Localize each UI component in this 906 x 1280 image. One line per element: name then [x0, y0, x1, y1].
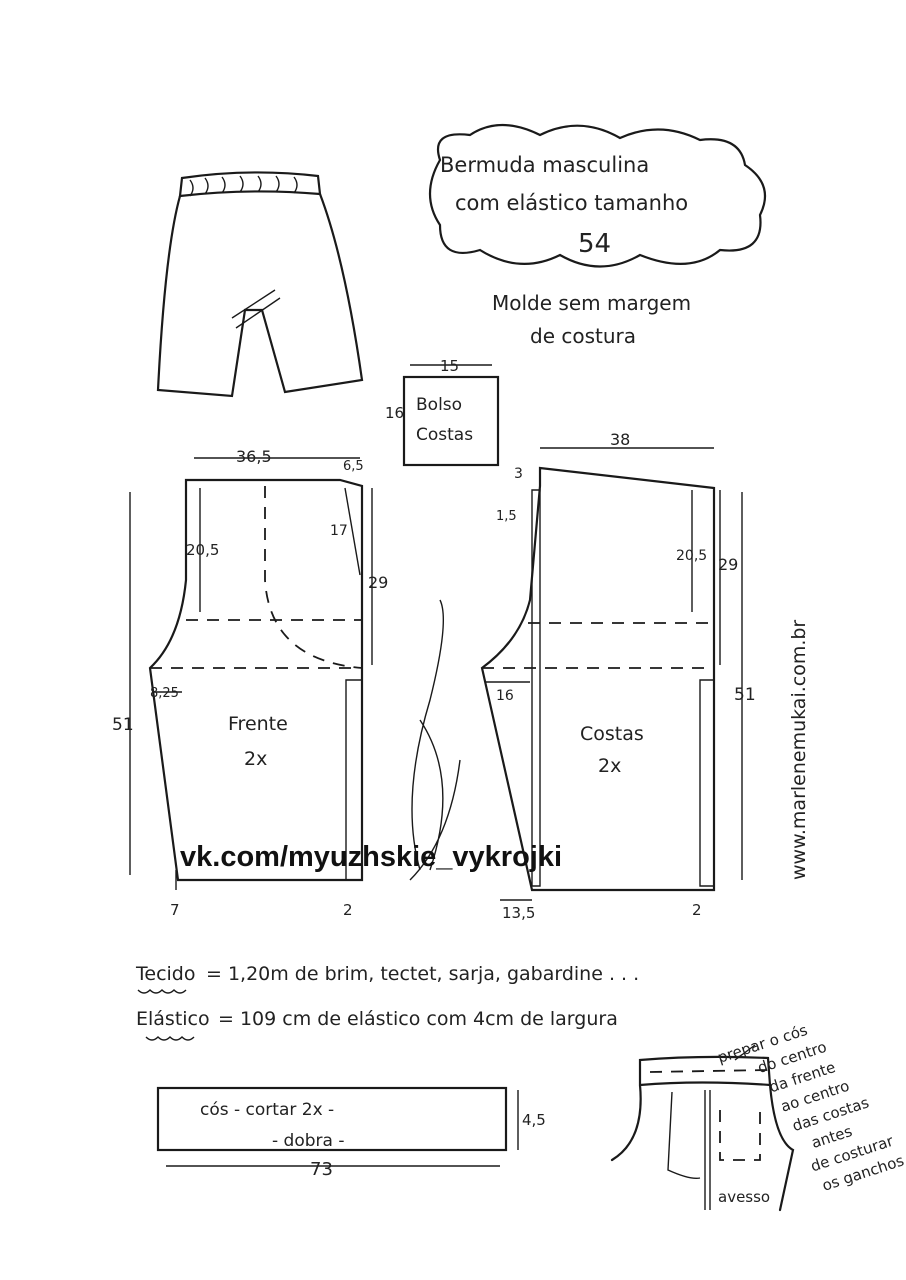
waistband-piece: cós - cortar 2x - - dobra - 4,5 73 [156, 1086, 546, 1180]
back-piece: 38 3 1,5 20,5 29 51 16 Costas 2x 13,5 2 [480, 430, 756, 922]
front-hem-left: 7 [170, 901, 180, 919]
pocket-height: 16 [385, 404, 404, 422]
material-notes: Tecido = 1,20m de brim, tectet, sarja, g… [135, 963, 639, 1041]
front-waist-diag: 17 [330, 523, 348, 539]
pocket-piece: 15 16 Bolso Costas [385, 357, 500, 467]
front-qty: 2x [244, 748, 267, 770]
front-width-top: 36,5 [236, 447, 272, 466]
back-hem-left: 13,5 [502, 904, 535, 922]
front-piece: 36,5 6,5 17 20,5 29 51 8,25 Frente 2x 7 … [112, 447, 388, 919]
waistband-detail-sketch: avesso prepar o cós do centro da frente … [610, 1021, 906, 1212]
front-label: Frente [228, 713, 288, 735]
website: www.marlenemukai.com.br [788, 620, 810, 880]
front-rise-offset: 6,5 [343, 459, 364, 474]
back-hem-right: 2 [692, 901, 702, 919]
designer-signature [409, 599, 461, 881]
back-rise: 29 [718, 555, 738, 574]
back-label: Costas [580, 723, 644, 745]
front-length: 51 [112, 715, 134, 735]
subtitle-line1: Molde sem margem [492, 291, 691, 315]
back-hip-depth: 20,5 [676, 548, 707, 564]
subtitle-line2: de costura [530, 324, 636, 348]
watermark: vk.com/myuzhskie_vykrojki [180, 841, 562, 873]
back-qty: 2x [598, 755, 621, 777]
fabric-label: Tecido [135, 963, 195, 985]
back-length: 51 [734, 685, 756, 705]
front-rise: 29 [368, 573, 388, 592]
elastic-text: = 109 cm de elástico com 4cm de largura [218, 1008, 618, 1030]
title-size: 54 [578, 229, 611, 259]
front-crotch-ext: 8,25 [150, 686, 179, 701]
pocket-width: 15 [440, 357, 459, 375]
back-waist-in: 1,5 [496, 509, 517, 524]
title-line2: com elástico tamanho [455, 191, 688, 215]
waistband-height: 4,5 [522, 1111, 546, 1129]
elastic-label: Elástico [136, 1008, 210, 1030]
title-line1: Bermuda masculina [440, 153, 649, 177]
front-hem-right: 2 [343, 901, 353, 919]
pocket-label2: Costas [416, 425, 473, 445]
front-hip-depth: 20,5 [186, 541, 219, 559]
back-rise-up: 3 [514, 466, 523, 482]
waistband-length: 73 [310, 1159, 333, 1180]
waistband-label: cós - cortar 2x - [200, 1100, 334, 1120]
back-width-top: 38 [610, 430, 630, 449]
fabric-text: = 1,20m de brim, tectet, sarja, gabardin… [206, 963, 639, 985]
pocket-label1: Bolso [416, 395, 462, 415]
waistband-fold: - dobra - [272, 1131, 344, 1151]
back-crotch-ext: 16 [496, 688, 514, 704]
title-cloud: Bermuda masculina com elástico tamanho 5… [429, 124, 767, 268]
inside-label: avesso [718, 1188, 770, 1206]
shorts-sketch [156, 171, 364, 398]
